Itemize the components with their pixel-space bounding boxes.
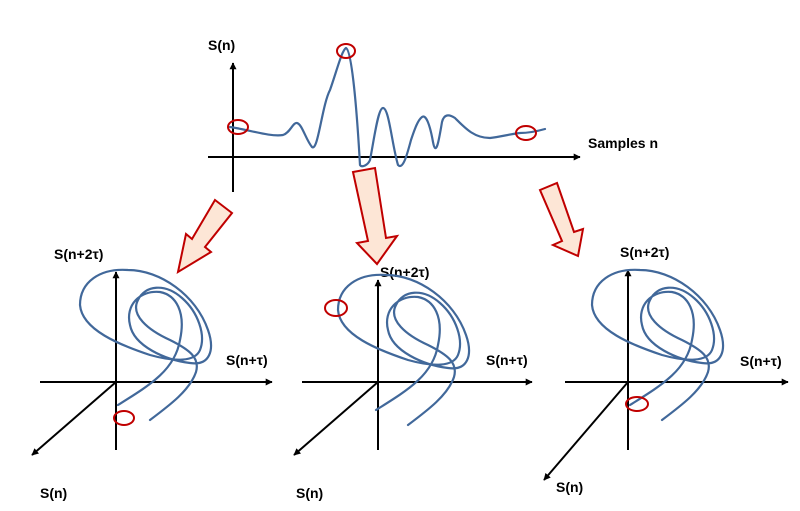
embed3-x-axis — [543, 381, 629, 481]
embed1-z-label: S(n+2τ) — [54, 246, 103, 262]
embedding-plot-3: S(n+2τ) S(n+τ) S(n) — [543, 244, 789, 495]
embed2-attractor-curve — [336, 273, 471, 427]
embed3-y-label: S(n+τ) — [740, 353, 782, 369]
embed2-y-label: S(n+τ) — [486, 352, 528, 368]
marker-start-sample — [227, 119, 249, 135]
signal-y-label: S(n) — [208, 37, 235, 53]
embed1-y-label: S(n+τ) — [226, 352, 268, 368]
signal-plot: S(n) Samples n — [208, 37, 658, 192]
embed2-marker — [324, 299, 348, 317]
embed2-x-axis — [293, 381, 379, 456]
marker-peak-sample — [336, 43, 356, 59]
embed2-x-label: S(n) — [296, 485, 323, 501]
marker-end-sample — [515, 125, 537, 141]
arrow-center-down — [351, 166, 400, 266]
embed3-attractor-curve — [590, 268, 725, 422]
embed1-x-label: S(n) — [40, 485, 67, 501]
embed3-x-label: S(n) — [556, 479, 583, 495]
embed1-x-axis — [31, 381, 117, 456]
arrow-left-down — [176, 198, 234, 275]
signal-x-label: Samples n — [588, 135, 658, 151]
embed3-marker — [625, 396, 649, 412]
embedding-plot-2: S(n+2τ) S(n+τ) S(n) — [293, 264, 533, 501]
signal-waveform — [228, 46, 547, 168]
arrow-right-down — [538, 181, 585, 258]
embed1-marker — [113, 410, 135, 426]
embedding-plot-1: S(n+2τ) S(n+τ) S(n) — [31, 246, 273, 501]
embed3-z-label: S(n+2τ) — [620, 244, 669, 260]
